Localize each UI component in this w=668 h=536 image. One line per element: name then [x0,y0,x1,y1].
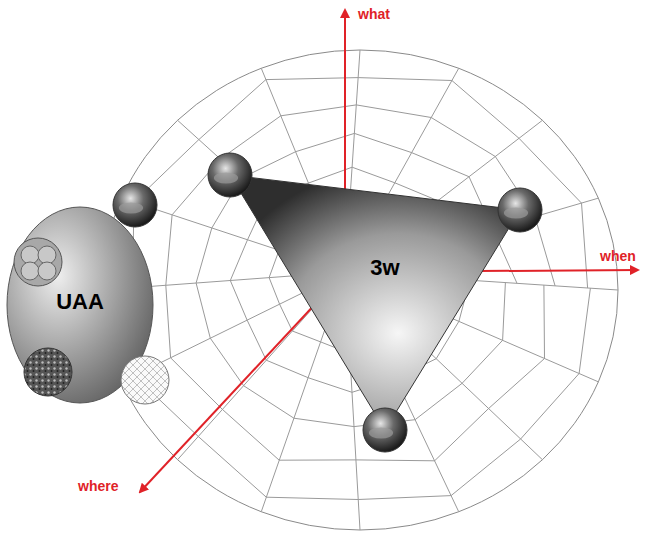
axis-label: when [600,248,636,264]
axis-label: what [358,6,390,22]
3w-triangle: 3w [200,150,545,455]
axis-label: where [78,478,118,494]
node-label: UAA [56,289,104,315]
uaa-ellipse: UAA [5,205,155,405]
node-shape [200,150,545,455]
node-label: 3w [370,255,399,281]
